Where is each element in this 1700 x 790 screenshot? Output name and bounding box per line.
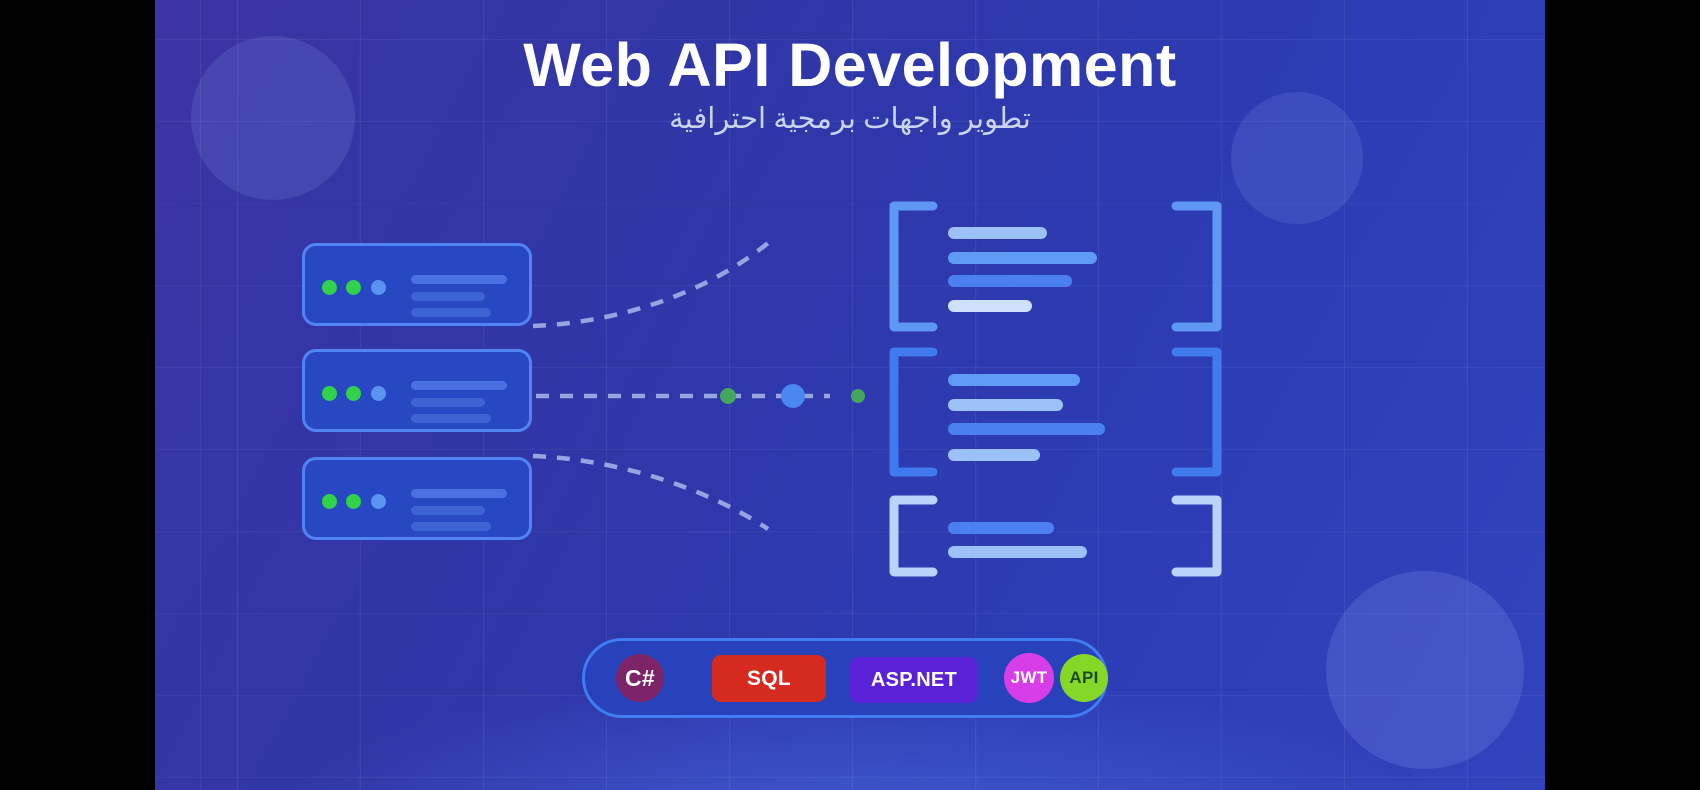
server-text-line — [411, 292, 485, 301]
server-card — [302, 243, 532, 326]
right-bracket-icon — [1171, 347, 1222, 477]
status-dot-green — [345, 494, 361, 509]
code-line — [948, 449, 1040, 461]
status-dot-blue — [370, 280, 386, 295]
bracket-pair-1 — [889, 201, 1222, 332]
right-bracket-icon — [1171, 201, 1222, 332]
bracket-pair-2 — [889, 347, 1222, 477]
server-text-line — [411, 308, 491, 317]
decor-circle-right — [1231, 92, 1363, 224]
server-text-line — [411, 414, 491, 423]
status-dot-blue — [370, 494, 386, 509]
letterbox-right — [1545, 0, 1700, 790]
status-dot-green — [321, 386, 337, 401]
code-line — [948, 227, 1047, 239]
code-line — [948, 423, 1105, 435]
left-bracket-icon — [889, 347, 938, 477]
status-dot-green — [321, 494, 337, 509]
server-text-line — [411, 398, 485, 407]
left-bracket-icon — [889, 495, 938, 577]
bracket-pair-3 — [889, 495, 1222, 577]
code-line — [948, 374, 1080, 386]
connector-and-bracket-graphics — [532, 201, 1222, 577]
data-flow-dots — [720, 384, 865, 408]
right-bracket-icon — [1171, 495, 1222, 577]
banner-canvas: Web API Development تطوير واجهات برمجية … — [155, 0, 1545, 790]
banner-title: Web API Development — [523, 31, 1177, 99]
dashed-curve-bottom — [532, 453, 770, 531]
dashed-curve-top — [532, 241, 770, 329]
decor-circle-bottom-right — [1326, 571, 1524, 769]
server-text-line — [411, 275, 507, 284]
status-dot-blue — [370, 386, 386, 401]
flow-dot-green — [851, 389, 865, 403]
server-text-line — [411, 489, 507, 498]
code-line — [948, 300, 1032, 312]
status-dot-green — [345, 280, 361, 295]
server-text-line — [411, 381, 507, 390]
tech-badge-jwt: JWT — [1004, 653, 1054, 703]
server-card — [302, 349, 532, 432]
banner-subtitle-arabic: تطوير واجهات برمجية احترافية — [669, 103, 1031, 135]
letterbox-left — [0, 0, 155, 790]
decor-circle-top-left — [191, 36, 355, 200]
code-line — [948, 546, 1087, 558]
flow-dot-blue — [781, 384, 805, 408]
tech-badge-sql: SQL — [712, 655, 826, 702]
server-text-line — [411, 522, 491, 531]
tech-badge-api: API — [1060, 654, 1108, 702]
code-line — [948, 522, 1054, 534]
status-dot-green — [345, 386, 361, 401]
server-card — [302, 457, 532, 540]
code-line — [948, 275, 1072, 287]
code-line — [948, 399, 1063, 411]
server-text-line — [411, 506, 485, 515]
status-dot-green — [321, 280, 337, 295]
code-line — [948, 252, 1097, 264]
flow-dot-green — [720, 388, 736, 404]
left-bracket-icon — [889, 201, 938, 332]
tech-badge-c: C# — [616, 654, 664, 702]
tech-badge-aspnet: ASP.NET — [850, 657, 978, 703]
